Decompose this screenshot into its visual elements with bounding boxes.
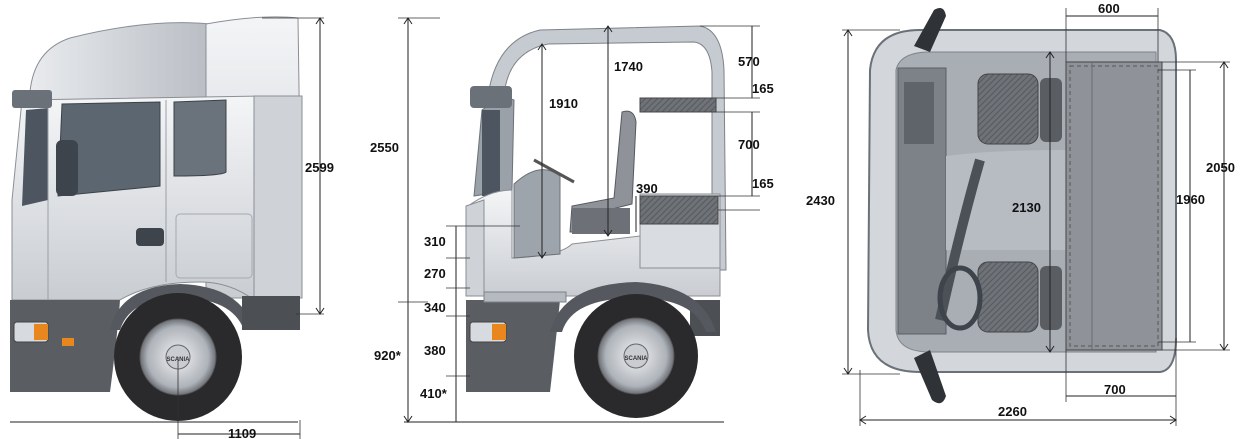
side-hub <box>623 343 649 369</box>
side-seat-base <box>572 208 630 234</box>
top-seatbelt <box>935 158 985 322</box>
top-mirror-upper <box>914 8 946 52</box>
front-chassis <box>242 296 300 330</box>
top-console <box>904 82 934 144</box>
front-rear-window <box>173 99 227 177</box>
top-dim-700: 700 <box>1104 382 1126 397</box>
front-roof <box>29 22 211 101</box>
side-dim-570: 570 <box>738 54 760 69</box>
side-front-grille <box>465 199 485 297</box>
top-passenger-seat <box>977 73 1039 145</box>
top-bunk-outline <box>1069 65 1159 347</box>
top-dim-2130: 2130 <box>1012 200 1041 215</box>
side-windshield <box>482 110 500 196</box>
side-indicator <box>492 324 506 340</box>
side-dim-920: 920* <box>374 348 402 363</box>
front-indicator-2 <box>62 338 74 346</box>
side-wheel-brand: SCANIA <box>624 356 648 362</box>
side-dim-410: 410* <box>420 386 448 401</box>
front-mudguard <box>110 284 254 330</box>
top-driver-seat <box>977 261 1039 333</box>
top-dim-2430: 2430 <box>806 193 835 208</box>
top-dim-600: 600 <box>1098 1 1120 16</box>
side-steering-column <box>533 158 575 184</box>
front-view: SCANIA 2599 1109 <box>10 16 334 439</box>
side-dashboard <box>513 169 561 259</box>
side-dim-1740: 1740 <box>614 59 643 74</box>
top-dim-1960: 1960 <box>1176 192 1205 207</box>
side-upper-bunk <box>639 97 717 113</box>
top-steering-wheel <box>937 265 983 331</box>
front-mirror <box>56 140 78 196</box>
front-door-handle <box>136 228 164 246</box>
side-driver-seat <box>569 110 637 233</box>
side-dim-310: 310 <box>424 234 446 249</box>
side-dim-390: 390 <box>636 181 658 196</box>
side-dim-700: 700 <box>738 137 760 152</box>
side-mirror <box>470 86 512 108</box>
front-dim-1109: 1109 <box>228 426 256 439</box>
top-dim-2260: 2260 <box>998 404 1027 419</box>
front-indicator <box>34 324 48 340</box>
side-step <box>483 291 567 303</box>
side-lower-bunk <box>639 195 719 225</box>
side-dim-270: 270 <box>424 266 446 281</box>
side-dim-380: 380 <box>424 343 446 358</box>
side-dim-2550: 2550 <box>370 140 399 155</box>
top-dim-2050: 2050 <box>1206 160 1235 175</box>
side-dim-165-lower: 165 <box>752 176 774 191</box>
side-dim-165-upper: 165 <box>752 81 774 96</box>
top-passenger-seat-back <box>1040 78 1062 142</box>
top-view: 2430 2130 2050 1960 600 700 2260 <box>806 1 1235 426</box>
side-dim-340: 340 <box>424 300 446 315</box>
side-step-ticks <box>446 225 520 377</box>
front-rear-panel <box>253 95 303 299</box>
front-side-panel <box>175 213 253 279</box>
front-mirror-arm <box>12 90 52 108</box>
top-mirror-lower <box>914 350 946 404</box>
side-mudguard <box>550 282 716 332</box>
side-view: SCANIA 2550 920* 310 270 340 380 410* 19… <box>370 17 774 423</box>
front-dim-2599: 2599 <box>305 160 334 175</box>
top-driver-seat-back <box>1040 266 1062 330</box>
side-bumper <box>466 300 560 392</box>
top-bunk <box>1065 61 1163 351</box>
front-windshield <box>22 108 48 206</box>
side-dim-1910: 1910 <box>549 96 578 111</box>
